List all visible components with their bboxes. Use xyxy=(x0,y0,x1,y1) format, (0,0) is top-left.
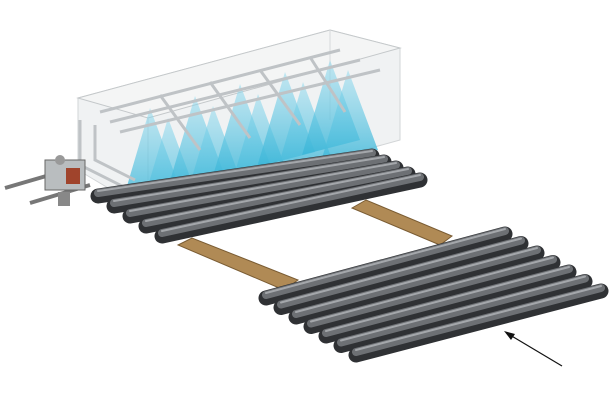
roller xyxy=(258,226,513,306)
roller xyxy=(333,274,593,353)
valve-assembly xyxy=(4,155,91,206)
roller xyxy=(273,236,529,315)
roller xyxy=(106,154,392,214)
spray-cone xyxy=(320,70,378,165)
conveyor-rails xyxy=(176,199,453,291)
roller xyxy=(348,283,609,363)
direction-arrow xyxy=(504,331,563,367)
roller xyxy=(122,160,404,224)
roller xyxy=(288,245,545,325)
spray-cone xyxy=(275,82,333,177)
roller xyxy=(303,255,561,334)
roller xyxy=(154,172,428,244)
roller xyxy=(318,264,577,344)
roller xyxy=(138,166,416,234)
rollers xyxy=(90,148,609,363)
spray-manifold xyxy=(78,48,381,192)
roller xyxy=(90,148,380,204)
